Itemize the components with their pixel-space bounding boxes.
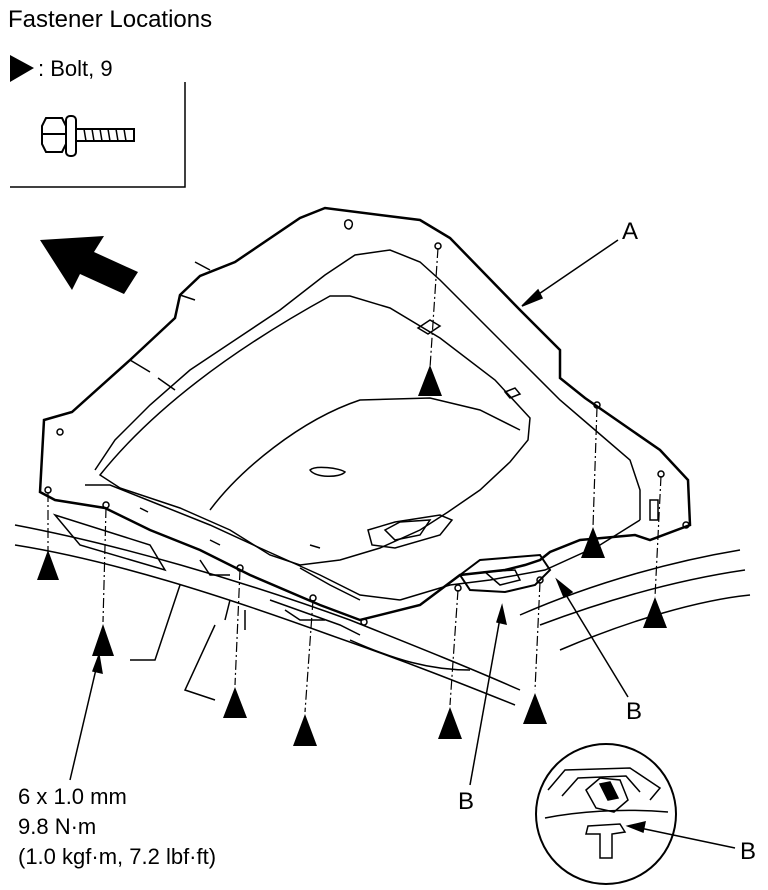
bolt-marker-icon [37,550,59,580]
bolt-marker-icon [293,714,317,746]
diagram-title: Fastener Locations [8,6,213,33]
legend-bolt-label: : Bolt, 9 [38,56,113,81]
label-b-center: B [458,788,475,815]
roof-body-lines [14,513,751,706]
bolt-marker-icon [643,597,667,628]
callout-arrows [69,239,736,849]
label-b-right: B [626,698,643,725]
legend-triangle-icon [10,55,34,82]
bolt-marker-icon [223,687,247,718]
bolt-size-spec: 6 x 1.0 mm [18,784,127,809]
bolt-marker-icon [438,707,462,739]
headliner-panel-a [38,206,692,626]
bolt-marker-icon [581,527,605,558]
bolt-marker-icon [418,365,442,396]
label-b-detail: B [740,838,757,865]
bolt-leader-lines [47,247,662,713]
clip-b-detail [535,743,677,885]
bolt-detail-box [10,82,186,188]
torque-alt-spec: (1.0 kgf·m, 7.2 lbf·ft) [18,844,217,869]
bolt-markers [37,365,667,746]
bolt-marker-icon [523,693,547,724]
forward-direction-arrow [40,236,138,294]
bolt-icon [41,115,135,157]
label-a: A [622,218,639,245]
bolt-marker-icon [92,624,114,656]
torque-nm-spec: 9.8 N·m [18,814,97,839]
